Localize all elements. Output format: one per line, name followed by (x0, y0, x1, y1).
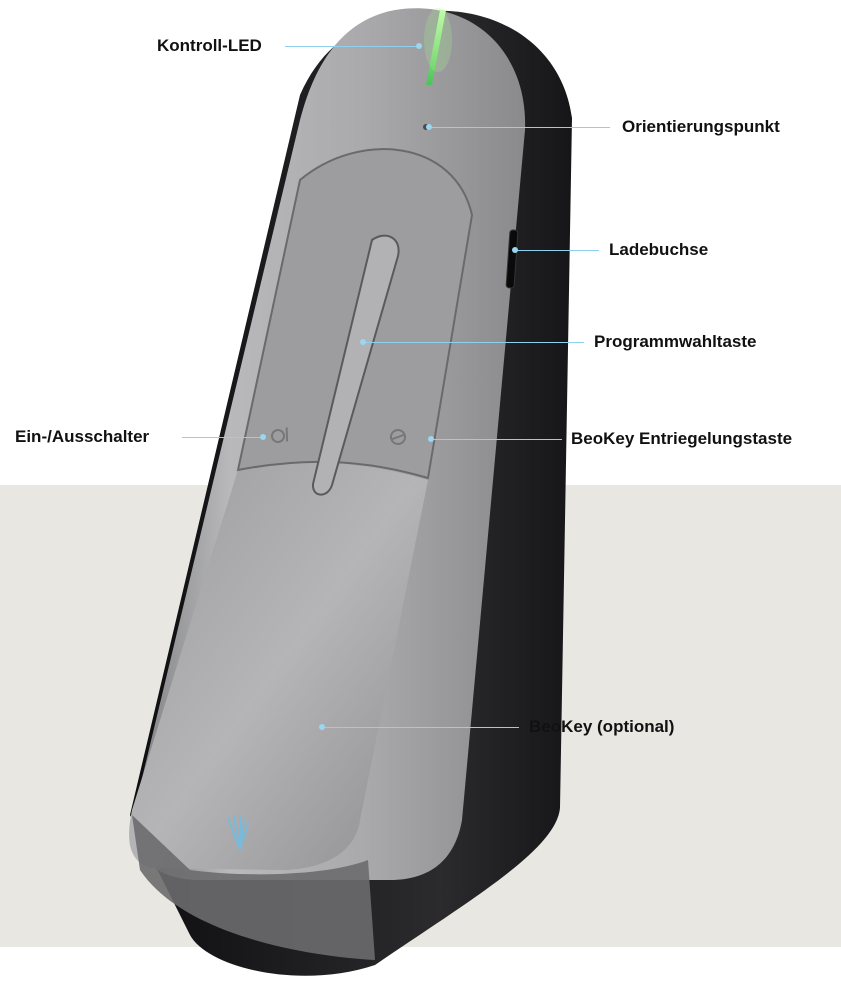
leader-programmwahltaste (364, 342, 584, 343)
leader-ein-ausschalter (182, 437, 264, 438)
label-kontroll-led: Kontroll-LED (157, 36, 262, 56)
pointer-dot-ladebuchse (512, 247, 518, 253)
pointer-dot-programmwahltaste (360, 339, 366, 345)
leader-orientierungspunkt (430, 127, 610, 128)
pointer-dot-beokey-optional (319, 724, 325, 730)
leader-beokey-entriegelungstaste (432, 439, 562, 440)
label-ein-ausschalter: Ein-/Ausschalter (15, 427, 149, 447)
label-programmwahltaste: Programmwahltaste (594, 332, 757, 352)
leader-beokey-optional (323, 727, 519, 728)
pointer-dot-ein-ausschalter (260, 434, 266, 440)
label-ladebuchse: Ladebuchse (609, 240, 708, 260)
pointer-dot-beokey-entriegelungstaste (428, 436, 434, 442)
pointer-dot-kontroll-led (416, 43, 422, 49)
label-beokey-entriegelungstaste: BeoKey Entriegelungstaste (571, 429, 792, 449)
leader-kontroll-led (285, 46, 420, 47)
pointer-dot-orientierungspunkt (426, 124, 432, 130)
label-orientierungspunkt: Orientierungspunkt (622, 117, 780, 137)
label-beokey-optional: BeoKey (optional) (529, 717, 674, 737)
leader-ladebuchse (516, 250, 599, 251)
